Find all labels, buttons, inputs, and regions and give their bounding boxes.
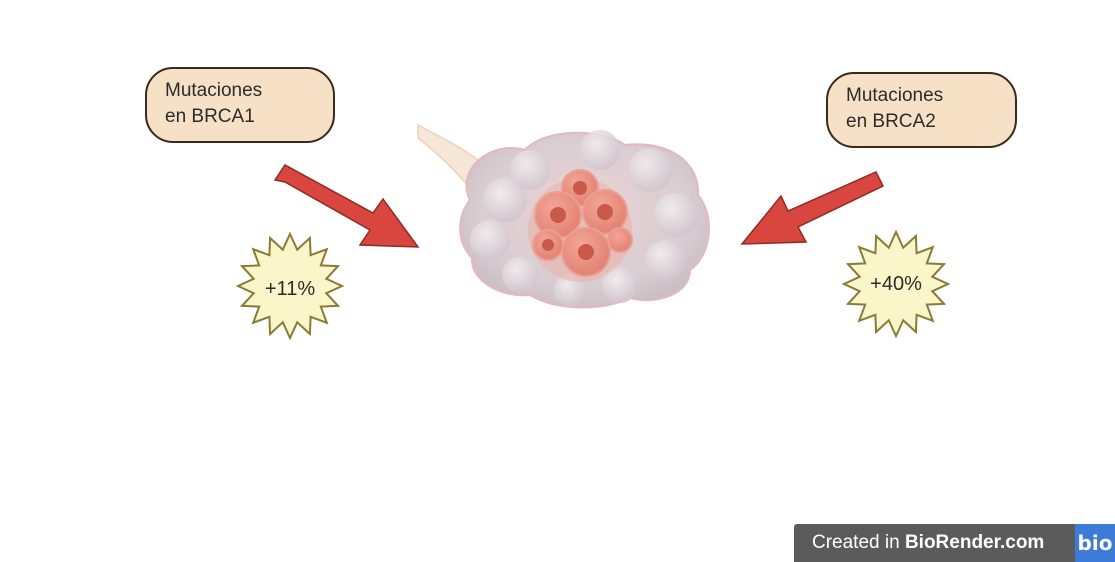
brca1-label: Mutaciones en BRCA1 <box>145 67 335 143</box>
badge-prefix: Created in <box>812 532 905 553</box>
arrow-icon <box>273 164 420 248</box>
badge-text: Created in BioRender.com <box>794 532 1075 554</box>
starburst-icon <box>235 231 345 341</box>
arrow-icon <box>740 171 885 245</box>
tumor-illustration <box>459 130 710 309</box>
badge-brand: BioRender.com <box>904 532 1045 553</box>
brca1-risk-value: +11% <box>264 278 316 300</box>
brca2-label: Mutaciones en BRCA2 <box>826 72 1017 148</box>
biorender-badge[interactable]: Created in BioRender.com bio <box>794 524 1115 562</box>
starburst-icon <box>841 229 951 339</box>
cancer-cells <box>528 169 633 282</box>
brca2-risk-value: +40% <box>870 273 922 295</box>
biorender-logo-icon: bio <box>1075 524 1115 562</box>
